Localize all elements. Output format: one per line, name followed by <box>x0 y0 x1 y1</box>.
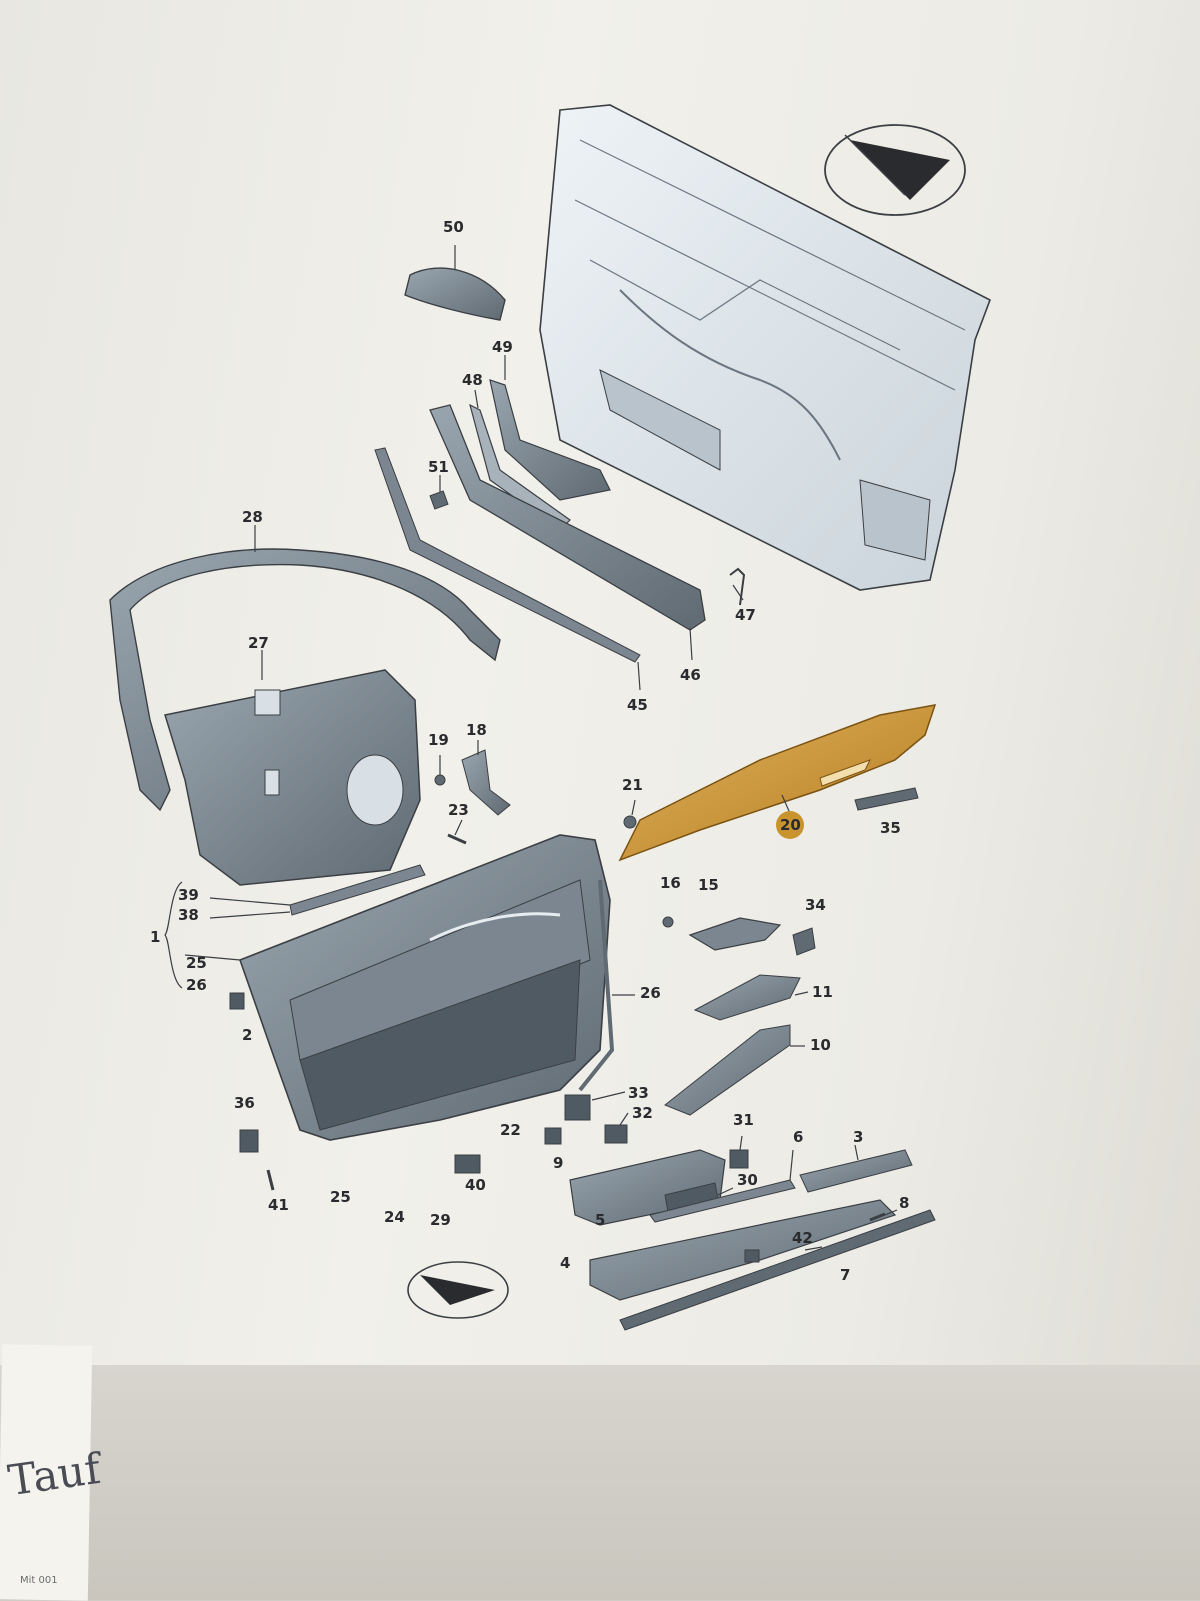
part-10-armrest <box>664 1024 791 1116</box>
callout-5: 5 <box>595 1211 605 1229</box>
callout-9: 9 <box>553 1154 563 1172</box>
callout-30: 30 <box>737 1171 758 1189</box>
callout-38: 38 <box>178 906 199 924</box>
part-21-clip <box>623 815 637 829</box>
callout-41: 41 <box>268 1196 289 1214</box>
callout-20: 20 <box>780 816 801 834</box>
callout-3: 3 <box>853 1128 863 1146</box>
callout-4: 4 <box>560 1254 570 1272</box>
callout-10: 10 <box>810 1036 831 1054</box>
callout-35: 35 <box>880 819 901 837</box>
desk-surface <box>0 1365 1200 1600</box>
callout-45: 45 <box>627 696 648 714</box>
part-47-screw <box>729 567 746 606</box>
callout-7: 7 <box>840 1266 850 1284</box>
part-4-trim <box>589 1199 897 1301</box>
callout-32: 32 <box>632 1104 653 1122</box>
part-6-strip <box>649 1179 796 1223</box>
callout-40: 40 <box>465 1176 486 1194</box>
callout-36: 36 <box>234 1094 255 1112</box>
part-8-screw <box>869 1212 886 1222</box>
part-33-switch <box>564 1094 591 1121</box>
callout-11: 11 <box>812 983 833 1001</box>
callout-48: 48 <box>462 371 483 389</box>
callout-22: 22 <box>500 1121 521 1139</box>
part-20-handle-recess <box>819 759 872 787</box>
callout-34: 34 <box>805 896 826 914</box>
part-32-switch <box>604 1124 628 1144</box>
part-51-clip <box>429 490 449 510</box>
callout-6: 6 <box>793 1128 803 1146</box>
part-31-switch <box>729 1149 749 1169</box>
orientation-arrow-icon <box>824 124 966 216</box>
part-7-strip <box>619 1209 936 1331</box>
callout-2: 2 <box>242 1026 252 1044</box>
part-49-bracket <box>489 379 611 501</box>
part-27-insulation <box>164 669 421 886</box>
part-1-door-trim <box>238 834 611 1141</box>
callout-28: 28 <box>242 508 263 526</box>
part-9-switch <box>544 1127 562 1145</box>
callout-21: 21 <box>622 776 643 794</box>
callout-49: 49 <box>492 338 513 356</box>
callout-8: 8 <box>899 1194 909 1212</box>
callout-33: 33 <box>628 1084 649 1102</box>
callout-31: 31 <box>733 1111 754 1129</box>
callout-25b: 25 <box>330 1188 351 1206</box>
part-27-cutout-2 <box>264 769 280 796</box>
callout-23: 23 <box>448 801 469 819</box>
callout-26b: 26 <box>640 984 661 1002</box>
callout-24: 24 <box>384 1208 405 1226</box>
callout-47: 47 <box>735 606 756 624</box>
part-18-bracket <box>461 749 511 816</box>
part-40-switch <box>454 1154 481 1174</box>
part-42-clip <box>744 1249 760 1263</box>
part-15-handle <box>688 917 782 951</box>
callout-15: 15 <box>698 876 719 894</box>
part-26-seal <box>578 879 615 1092</box>
part-36-switch <box>239 1129 259 1153</box>
part-46-trim <box>429 404 706 631</box>
part-27-speaker-hole <box>346 754 404 826</box>
part-34-switch <box>792 927 816 956</box>
callout-50: 50 <box>443 218 464 236</box>
callout-1: 1 <box>150 928 160 946</box>
callout-46: 46 <box>680 666 701 684</box>
part-48-trim <box>469 403 571 531</box>
callout-16: 16 <box>660 874 681 892</box>
part-19-clip <box>434 774 446 786</box>
paper-caption: Mit 001 <box>20 1575 58 1586</box>
part-35-strip <box>854 787 919 811</box>
callout-39: 39 <box>178 886 199 904</box>
door-carrier-panel <box>539 104 991 591</box>
callout-19: 19 <box>428 731 449 749</box>
callout-18: 18 <box>466 721 487 739</box>
highlight-marker <box>776 811 804 839</box>
part-11-cover <box>693 974 801 1021</box>
part-39-strip <box>289 864 426 916</box>
part-20-highlighted-trim <box>618 704 937 862</box>
part-41-screw <box>266 1169 275 1191</box>
part-2-clip <box>229 992 245 1010</box>
callout-27: 27 <box>248 634 269 652</box>
part-27-cutout <box>254 689 281 716</box>
callout-42: 42 <box>792 1229 813 1247</box>
callout-51: 51 <box>428 458 449 476</box>
orientation-arrow-icon <box>407 1261 509 1319</box>
leader-lines <box>164 245 898 1251</box>
callout-26a: 26 <box>186 976 207 994</box>
callout-25a: 25 <box>186 954 207 972</box>
part-16-clip <box>662 916 674 928</box>
part-45-strip <box>374 447 641 663</box>
part-50-cover <box>404 267 506 321</box>
part-28-seal <box>109 548 501 812</box>
part-3-trim <box>799 1149 913 1193</box>
callout-29: 29 <box>430 1211 451 1229</box>
part-23-screw <box>447 833 467 845</box>
